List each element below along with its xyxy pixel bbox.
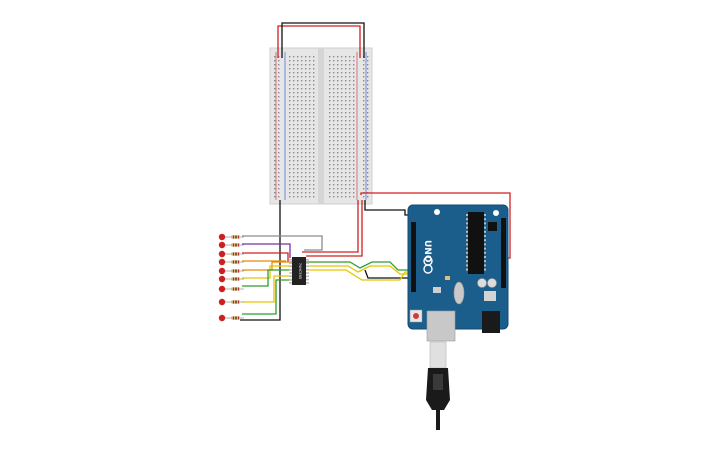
wire-clock[interactable] [306,269,412,281]
shift-register-pins [289,259,309,284]
chip-pins [466,214,486,271]
digital-header[interactable] [411,222,416,292]
board-name: UNO [422,240,432,263]
usb-cable[interactable] [426,341,450,430]
oscillator [453,281,465,305]
usb-plug-metal [429,341,447,369]
led-array[interactable] [218,233,244,322]
voltage-regulator [484,291,496,301]
wire-register-vcc[interactable] [302,200,359,253]
wire-led-red[interactable] [242,252,289,262]
mount-hole [434,209,440,215]
shift-register-body [292,257,306,285]
led-7[interactable] [218,285,244,293]
wire-gnd-short[interactable] [364,269,410,279]
wire-latch[interactable] [306,265,412,275]
led-bulb [218,258,226,266]
capacitor [477,278,487,288]
wire-top-black[interactable] [281,22,365,58]
led-5[interactable] [218,267,244,275]
led-4[interactable] [218,258,244,266]
led-bulb [218,275,226,283]
led-bulb [218,241,226,249]
mount-hole [493,210,499,216]
reset-button-cap[interactable] [413,313,419,319]
led-8[interactable] [218,298,244,306]
arduino-infinity-logo [423,256,433,274]
led-3[interactable] [218,250,244,258]
led-bulb [218,233,226,241]
usb-plug-grip [433,374,443,390]
wire-gnd-arduino[interactable] [364,200,412,216]
crystal [433,287,441,293]
usb-cable-cord [436,410,440,430]
led-bulb [218,267,226,275]
arduino-uno[interactable]: UNO [407,204,509,342]
led-9[interactable] [218,314,244,322]
led-1[interactable] [218,233,244,241]
led-6[interactable] [218,275,244,283]
led-2[interactable] [218,241,244,249]
wire-data[interactable] [306,261,412,271]
wire-led-green-1[interactable] [242,269,292,287]
wire-top-red[interactable] [277,25,361,58]
shift-register[interactable]: 74HC595 [289,257,309,285]
led-bulb [218,298,226,306]
wire-led-yellow[interactable] [242,265,292,279]
led-bulb [218,250,226,258]
breadboard[interactable] [269,47,373,205]
atmega-chip [468,212,484,274]
wire-register-vcc-2[interactable] [306,200,363,257]
led-bulb [218,285,226,293]
breadboard-holes [274,56,369,198]
capacitor [487,278,497,288]
wire-led-ground[interactable] [240,200,281,321]
dc-barrel-jack[interactable] [482,311,500,333]
wire-purple[interactable] [242,243,291,258]
shift-register-label: 74HC595 [298,263,302,279]
wire-led-green-2[interactable] [242,279,292,315]
usb-b-connector[interactable] [426,310,456,342]
led-bulb [218,314,226,322]
wire-gray[interactable] [242,235,323,251]
led-indicator [445,276,450,280]
wire-led-yellow-2[interactable] [242,275,292,303]
usb-controller-chip [488,222,497,231]
breadboard-channel [318,48,324,204]
power-header[interactable] [501,218,506,288]
